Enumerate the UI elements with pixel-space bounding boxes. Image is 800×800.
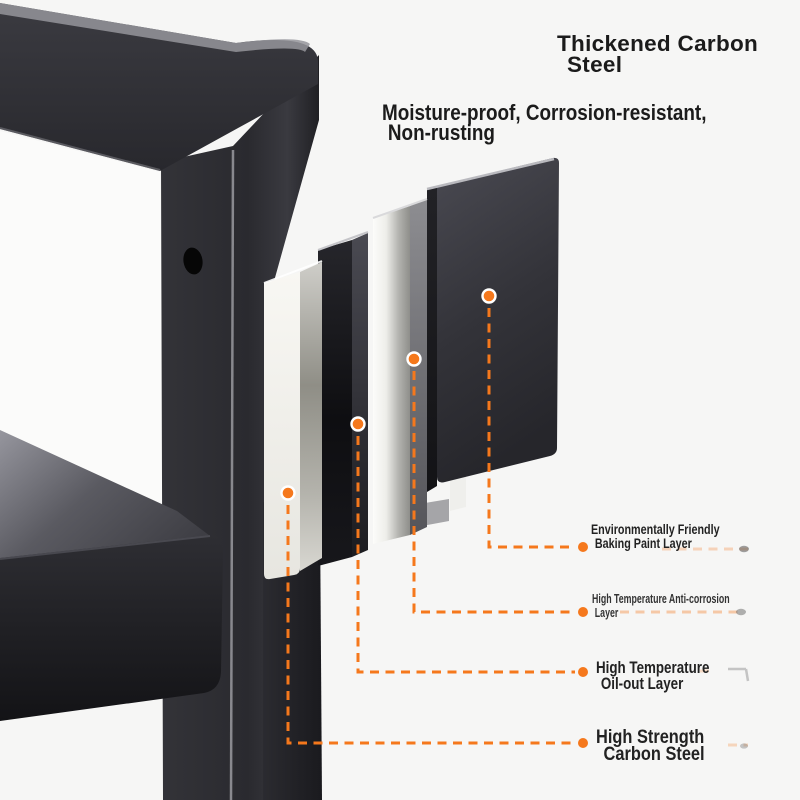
callout-lines — [286, 308, 575, 745]
callout-text: Baking Paint Layer — [594, 536, 692, 551]
callout-label-baking-paint: Environmentally Friendly Baking Paint La… — [591, 523, 720, 551]
shelf-top-face — [0, 430, 214, 564]
dot-oil-out — [406, 351, 422, 367]
headline-sub: Moisture-proof, Corrosion-resistant, Non… — [382, 100, 707, 145]
layer-marker-dots — [280, 288, 497, 501]
paint-layer-plate — [263, 260, 323, 580]
frame-top-highlight — [0, 3, 310, 52]
callout-label-carbon-steel: High Strength Carbon Steel — [596, 726, 705, 765]
rack-shelf — [0, 430, 224, 721]
frame-window — [0, 131, 164, 520]
callout-text: Oil-out Layer — [600, 674, 684, 693]
headline-main-line2: Steel — [567, 52, 623, 77]
leader-oil-out — [412, 371, 575, 614]
plate-bevel — [263, 260, 323, 284]
dot-anti-corrosion — [350, 416, 366, 432]
headline-sub-line1: Moisture-proof, Corrosion-resistant, — [382, 100, 707, 125]
shelf-edge-highlight — [0, 535, 211, 560]
headline-main-line1: Thickened Carbon — [557, 31, 759, 56]
plate-bevel — [317, 231, 369, 251]
headline-main: Thickened Carbon Steel — [557, 31, 759, 77]
dot-carbon-steel — [481, 288, 497, 304]
plate-bevel — [426, 157, 555, 191]
rack-frame-corner — [0, 3, 322, 800]
callout-text: High Strength — [596, 726, 705, 748]
callout-label-oil-out: High Temperature Oil-out Layer — [596, 659, 710, 693]
callout-text: Carbon Steel — [603, 742, 705, 765]
leader-anti-corrosion — [356, 436, 575, 674]
callout-text: Layer — [594, 605, 619, 620]
label-dots — [578, 542, 588, 748]
oil-out-plate — [372, 198, 428, 544]
frame-inner-edge — [0, 127, 161, 171]
anti-corrosion-plate — [317, 231, 369, 566]
headline-sub-line2: Non-rusting — [387, 120, 495, 145]
plate-bevel — [372, 198, 428, 219]
shelf-front-edge — [0, 535, 224, 721]
callout-text: Environmentally Friendly — [591, 522, 720, 537]
faded-dash-remnants — [620, 547, 750, 747]
post-edge-highlight — [229, 149, 235, 800]
dash-smudges — [736, 545, 749, 749]
carbon-steel-plate — [426, 157, 559, 492]
screw-hole — [183, 247, 203, 275]
callout-text: High Temperature Anti-corrosion — [592, 592, 730, 606]
callout-text: High Temperature — [596, 659, 710, 677]
callout-label-anti-corrosion: High Temperature Anti-corrosion Layer — [592, 592, 730, 620]
leader-carbon-steel — [487, 308, 575, 549]
dot-paint-layer — [280, 485, 296, 501]
leader-paint-layer — [286, 505, 575, 745]
